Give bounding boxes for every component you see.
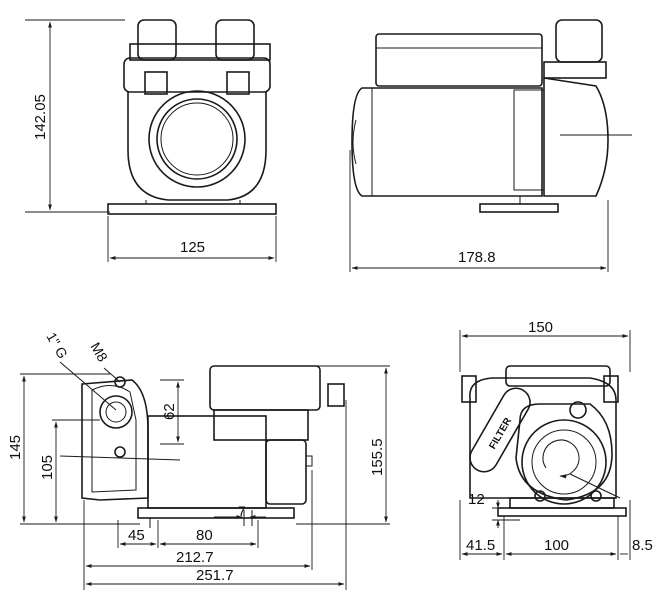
front-right-cap	[215, 19, 255, 61]
dim-212-7: 212.7	[176, 549, 214, 566]
front-top-bar	[129, 43, 271, 61]
side-base-plate	[479, 203, 559, 213]
rear-pump-housing	[515, 403, 613, 501]
front-port-outer	[148, 90, 246, 188]
side-coupling	[513, 89, 545, 191]
section-motor-endcap	[265, 439, 307, 505]
front-port-inner	[156, 98, 238, 180]
dim-251-7: 251.7	[196, 567, 234, 584]
front-lower-body	[127, 92, 267, 201]
dim-45: 45	[128, 527, 145, 544]
dim-41-5: 41.5	[466, 537, 495, 554]
front-base-plate	[107, 203, 277, 215]
dim-100: 100	[544, 537, 569, 554]
dim-125: 125	[180, 239, 205, 256]
dim-80: 80	[196, 527, 213, 544]
side-pump-head	[543, 77, 609, 197]
side-view: 178.8	[349, 19, 632, 272]
front-view: 142.05 125	[25, 19, 277, 262]
rear-right-ear	[603, 375, 619, 403]
front-port-core	[160, 102, 234, 176]
section-inlet-port	[99, 395, 133, 429]
dim-145: 145	[7, 435, 24, 460]
section-terminal-base	[213, 409, 309, 441]
section-terminal-box	[209, 365, 321, 411]
rear-left-ear	[461, 375, 477, 403]
rear-terminal-box	[505, 365, 611, 387]
section-pump-head	[81, 379, 149, 501]
section-motor-body	[147, 415, 267, 509]
front-boss-right	[226, 71, 250, 95]
label-m8: M8	[87, 340, 111, 365]
rear-impeller-inner	[531, 429, 597, 495]
dim-155-5: 155.5	[369, 438, 386, 476]
front-boss-left	[144, 71, 168, 95]
side-motor-body	[351, 87, 543, 197]
rear-filter-label: FILTER	[487, 415, 514, 451]
rear-view: 150 FILTER 12 4	[459, 319, 653, 560]
dim-12: 12	[468, 491, 485, 508]
rear-body	[469, 377, 617, 499]
dim-8-5: 8.5	[632, 537, 653, 554]
dim-150: 150	[528, 319, 553, 336]
label-1in-g: 1" G	[43, 330, 71, 362]
front-upper-body	[123, 57, 271, 93]
side-pump-cap	[555, 19, 603, 63]
side-terminal-box	[375, 33, 543, 87]
dim-142-05: 142.05	[32, 94, 49, 140]
section-cable-gland	[327, 383, 345, 407]
section-view: 1" G M8 145 105 62	[7, 330, 390, 590]
rear-filter-cap	[469, 387, 531, 473]
section-m8-boss	[114, 376, 126, 388]
dim-7: 7	[238, 503, 246, 519]
front-left-cap	[137, 19, 177, 61]
dim-178-8: 178.8	[458, 249, 496, 266]
section-base-plate	[137, 507, 295, 519]
dim-62: 62	[161, 403, 178, 420]
rear-base-foot	[497, 507, 627, 517]
dim-105: 105	[39, 455, 56, 480]
rear-impeller-outer	[521, 419, 607, 505]
side-flange	[543, 61, 607, 79]
